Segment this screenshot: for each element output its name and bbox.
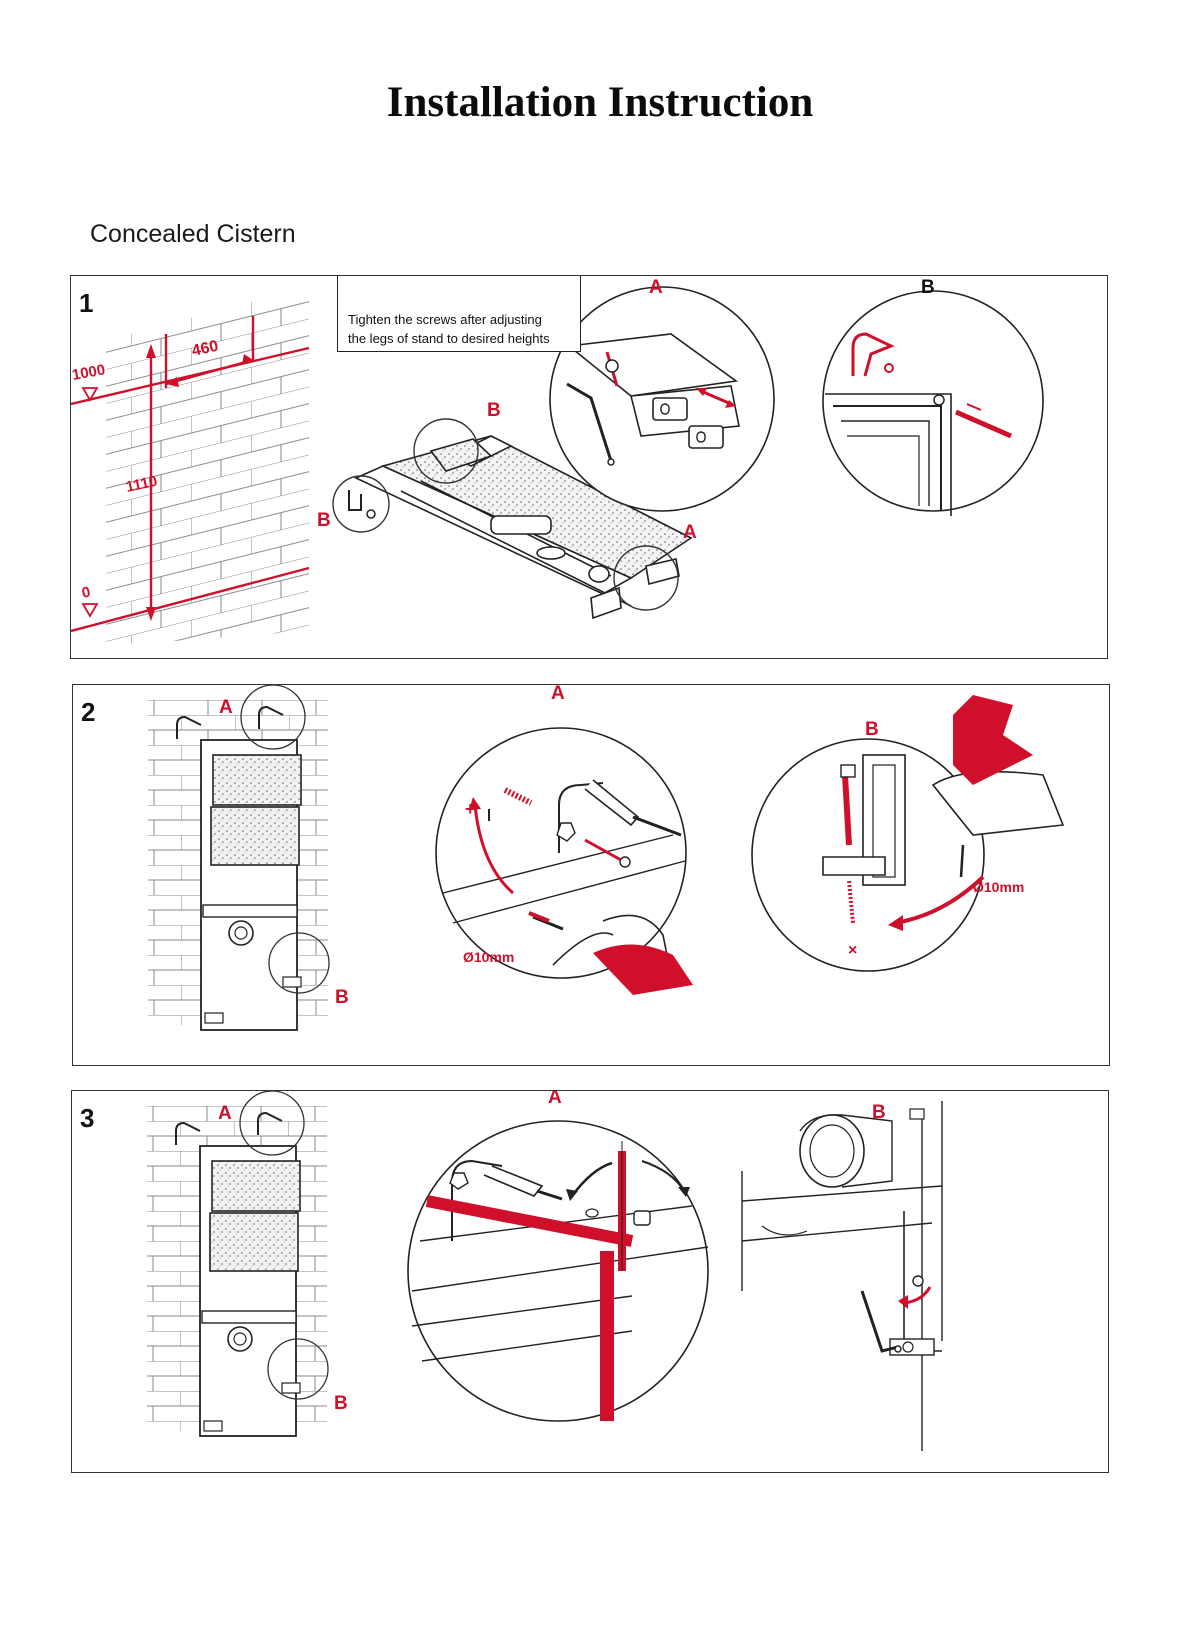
step-1-illustration: 1000 460 1110 0 B B A (71, 277, 1044, 646)
frame-label-a: A (219, 697, 233, 718)
dim-0-label: 0 (80, 584, 92, 602)
detail-label-b: B (865, 719, 879, 740)
page-subtitle: Concealed Cistern (90, 220, 296, 248)
instruction-note: Tighten the screws after adjusting the l… (337, 276, 581, 352)
drill-size-b: Ø10mm (973, 879, 1024, 895)
detail-a (549, 286, 775, 512)
mark-x: × (848, 942, 857, 959)
level-marker-icon (81, 603, 99, 618)
detail-label-b: B (872, 1102, 886, 1123)
detail-b (822, 290, 1044, 516)
zoom-circle-a (613, 545, 679, 611)
dim-1110-label: 1110 (124, 473, 159, 496)
mark-plus: + (465, 799, 476, 819)
zoom-circle-b (268, 932, 330, 994)
dim-1000-label: 1000 (71, 361, 107, 384)
cistern-frame (354, 435, 693, 620)
step-2-panel: A B + A Ø10mm (72, 684, 1110, 1066)
level-marker-icon (81, 387, 99, 402)
frame-label-b: B (334, 1393, 348, 1414)
step-number: 2 (81, 697, 96, 727)
wall-with-frame (147, 1106, 327, 1437)
detail-label-b: B (921, 277, 935, 298)
detail-label-a: A (551, 685, 565, 704)
zoom-circle-a (240, 685, 306, 750)
detail-label-a: A (649, 277, 663, 298)
step-1-panel: 1000 460 1110 0 B B A (70, 275, 1108, 659)
frame-label-b-top: B (487, 400, 501, 421)
step-number: 3 (80, 1103, 95, 1133)
frame-label-b: B (335, 987, 349, 1008)
step-3-illustration: A B A (147, 1091, 943, 1451)
zoom-circle-b-left (332, 475, 390, 533)
detail-a-leveling (407, 1120, 709, 1422)
zoom-circle-a (239, 1091, 305, 1156)
detail-label-a: A (548, 1091, 562, 1108)
frame-label-b-left: B (317, 510, 331, 531)
zoom-circle-b (267, 1338, 329, 1400)
note-line-1: Tighten the screws after adjusting (348, 312, 542, 327)
step-3-panel: A B A (71, 1090, 1109, 1473)
wall-with-frame (148, 700, 328, 1031)
zoom-circle-b (413, 418, 479, 484)
frame-label-a-right: A (683, 522, 697, 543)
step-number: 1 (79, 288, 94, 318)
step-2-illustration: A B + A Ø10mm (148, 685, 1065, 1031)
page-title: Installation Instruction (386, 79, 814, 126)
height-lines (71, 316, 310, 633)
brick-wall (106, 286, 309, 646)
detail-a-drilling (435, 727, 693, 995)
drill-size-a: Ø10mm (463, 949, 514, 965)
detail-b-adjust (741, 1101, 943, 1451)
dim-460-label: 460 (190, 338, 220, 360)
frame-label-a: A (218, 1103, 232, 1124)
note-line-2: the legs of stand to desired heights (348, 331, 550, 346)
detail-b-drilling (751, 695, 1065, 972)
